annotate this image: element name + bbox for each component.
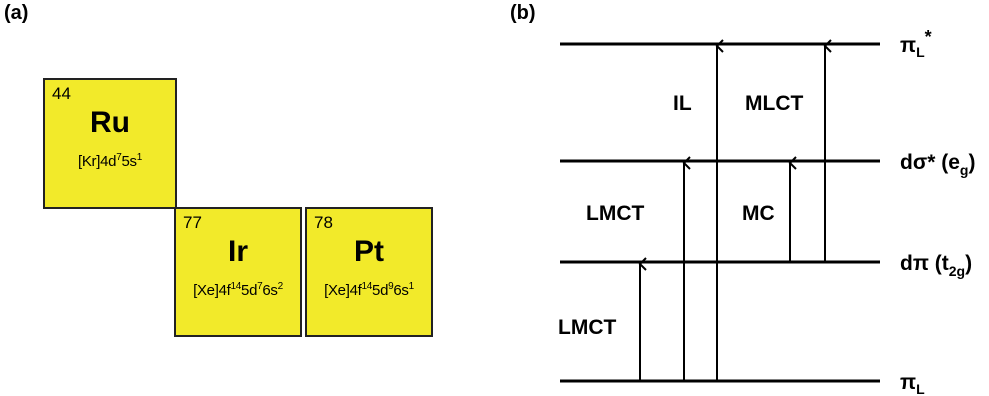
element-tile-ru: 44 Ru [Kr]4d75s1 <box>43 78 177 209</box>
electron-config: [Kr]4d75s1 <box>77 152 142 170</box>
panel-label-a: (a) <box>4 2 29 24</box>
level-label-d-sigma: dσ* (eg) <box>900 151 975 178</box>
label-lmct-upper: LMCT <box>586 202 644 225</box>
label-lmct-lower: LMCT <box>558 316 616 339</box>
element-tile-ir: 77 Ir [Xe]4f145d76s2 <box>174 207 302 337</box>
label-mlct: MLCT <box>745 92 803 115</box>
panel-label-b: (b) <box>510 2 536 24</box>
atomic-number: 77 <box>183 213 202 232</box>
atomic-number: 78 <box>314 213 333 232</box>
electron-config: [Xe]4f145d76s2 <box>193 281 283 299</box>
label-il: IL <box>673 92 692 115</box>
level-label-pi-star: πL* <box>900 27 932 60</box>
element-symbol: Ru <box>90 106 130 139</box>
label-mc: MC <box>742 202 775 225</box>
electron-config: [Xe]4f145d96s1 <box>324 281 414 299</box>
element-symbol: Pt <box>354 235 384 268</box>
atomic-number: 44 <box>52 84 71 103</box>
level-label-pi-l: πL <box>900 371 925 396</box>
element-symbol: Ir <box>227 235 248 268</box>
level-label-d-pi: dπ (t2g) <box>900 252 972 279</box>
element-tile-pt: 78 Pt [Xe]4f145d96s1 <box>305 207 433 337</box>
